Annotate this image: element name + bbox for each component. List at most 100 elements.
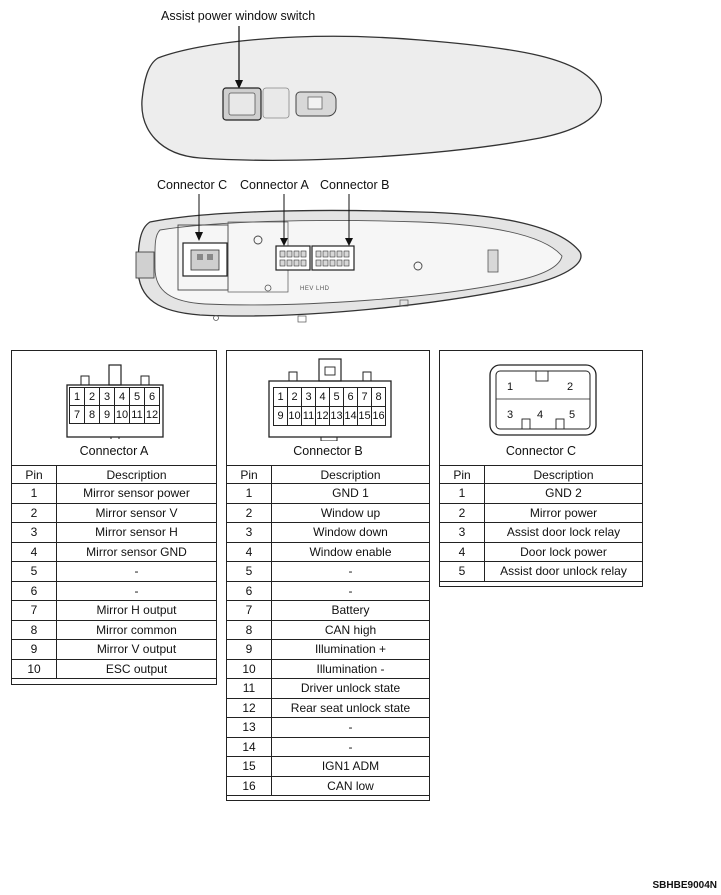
pin-b-6: 6	[343, 387, 358, 407]
pin-description-cell: -	[271, 736, 430, 757]
pin-a-11: 11	[129, 405, 145, 424]
pin-description-cell: -	[271, 561, 430, 582]
callout-connector-b: Connector B	[320, 178, 390, 192]
table-row: 13-	[226, 717, 430, 738]
pin-description-cell: Mirror H output	[56, 600, 217, 621]
switch-top-view	[141, 26, 603, 161]
pin-description-cell: Window enable	[271, 541, 430, 562]
pin-description-cell: CAN high	[271, 619, 430, 640]
callout-connector-c: Connector C	[157, 178, 228, 192]
pin-b-1: 1	[273, 387, 288, 407]
pin-b-4: 4	[315, 387, 330, 407]
pin-description-cell: CAN low	[271, 775, 430, 796]
pin-a-8: 8	[84, 405, 100, 424]
pin-number-cell: 16	[226, 775, 272, 796]
pin-description-cell: Assist door unlock relay	[484, 561, 643, 582]
pin-description-cell: ESC output	[56, 658, 217, 679]
table-row: 5-	[11, 561, 217, 582]
callout-assist-switch: Assist power window switch	[161, 9, 316, 23]
pin-number-cell: 10	[226, 658, 272, 679]
pin-description-cell: Battery	[271, 600, 430, 621]
pin-a-2: 2	[84, 387, 100, 406]
pin-description-cell: Mirror power	[484, 502, 643, 523]
pin-number-cell: 8	[11, 619, 57, 640]
pin-description-cell: Rear seat unlock state	[271, 697, 430, 718]
connector-b-face	[268, 358, 392, 441]
pin-number-cell: 2	[11, 502, 57, 523]
connector-b-title: Connector B	[293, 444, 363, 458]
pin-b-12: 12	[315, 406, 330, 426]
pin-number-cell: 5	[11, 561, 57, 582]
pin-number-cell: 9	[226, 639, 272, 660]
pin-number-cell: 15	[226, 756, 272, 777]
pin-number-cell: 9	[11, 639, 57, 660]
col-pin: Pin	[439, 465, 485, 484]
pin-number-cell: 2	[226, 502, 272, 523]
pin-b-13: 13	[329, 406, 344, 426]
pin-b-8: 8	[371, 387, 386, 407]
pin-number-cell: 4	[226, 541, 272, 562]
connector-a-face	[66, 364, 164, 439]
pin-b-14: 14	[343, 406, 358, 426]
pin-number-cell: 8	[226, 619, 272, 640]
pin-b-3: 3	[301, 387, 316, 407]
pin-number-cell: 1	[11, 483, 57, 504]
pin-a-5: 5	[129, 387, 145, 406]
callout-connector-a: Connector A	[240, 178, 309, 192]
pin-description-cell: Illumination +	[271, 639, 430, 660]
pin-description-cell: GND 1	[271, 483, 430, 504]
pin-a-6: 6	[144, 387, 160, 406]
pin-number-cell: 6	[11, 580, 57, 601]
pin-number-cell: 3	[226, 522, 272, 543]
pin-number-cell: 1	[439, 483, 485, 504]
table-row: 6-	[11, 580, 217, 601]
pin-number-cell: 5	[226, 561, 272, 582]
pin-number-cell: 4	[439, 541, 485, 562]
pin-number-cell: 5	[439, 561, 485, 582]
pin-description-cell: Mirror sensor GND	[56, 541, 217, 562]
connector-c-title: Connector C	[505, 444, 577, 458]
connector-b-housing	[311, 245, 355, 271]
switch-stamp: HEV LHD	[300, 286, 330, 292]
pin-description-cell: -	[271, 717, 430, 738]
pin-description-cell: -	[56, 561, 217, 582]
pin-number-cell: 13	[226, 717, 272, 738]
pin-b-2: 2	[287, 387, 302, 407]
pin-b-7: 7	[357, 387, 372, 407]
pin-description-cell: Assist door lock relay	[484, 522, 643, 543]
pin-number-cell: 3	[11, 522, 57, 543]
figure-code: SBHBE9004N	[652, 880, 717, 891]
pin-a-1: 1	[69, 387, 85, 406]
pin-number-cell: 4	[11, 541, 57, 562]
pin-number-cell: 3	[439, 522, 485, 543]
pin-number-cell: 7	[11, 600, 57, 621]
pin-description-cell: -	[56, 580, 217, 601]
col-pin: Pin	[226, 465, 272, 484]
col-description: Description	[271, 465, 430, 484]
pin-description-cell: -	[271, 580, 430, 601]
pin-description-cell: Window up	[271, 502, 430, 523]
pin-description-cell: Door lock power	[484, 541, 643, 562]
